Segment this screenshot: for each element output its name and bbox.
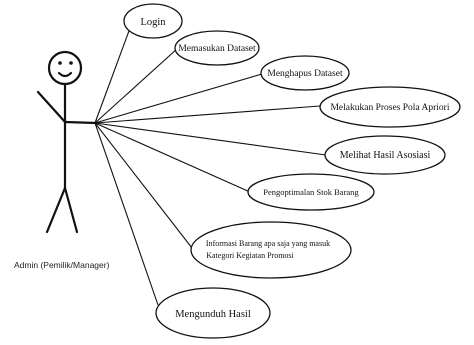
use-case-label-line-1: Informasi Barang apa saja yang masuk	[206, 239, 330, 248]
use-case-label: Login	[140, 17, 166, 28]
use-case-pola-apriori: Melakukan Proses Pola Apriori	[319, 86, 461, 128]
actor-right-leg	[63, 186, 79, 234]
association-login	[94, 19, 134, 124]
actor-left-leg	[45, 186, 67, 234]
actor-label: Admin (Pemilik/Manager)	[14, 260, 110, 270]
use-case-label-line-2: Kategori Kegiatan Promosi	[206, 251, 294, 260]
use-case-informasi-barang: Informasi Barang apa saja yang masuk Kat…	[190, 221, 352, 279]
association-hasil-asosiasi	[94, 122, 327, 156]
actor-left-eye	[58, 61, 62, 65]
use-case-label: Memasukan Dataset	[178, 44, 256, 54]
association-informasi-barang	[94, 122, 193, 249]
actor-smile	[57, 71, 73, 78]
use-case-menghapus-dataset: Menghapus Dataset	[260, 55, 350, 91]
actor-left-arm	[36, 90, 67, 124]
association-mengunduh-hasil	[94, 122, 159, 306]
actor-figure	[36, 50, 98, 234]
use-case-label: Mengunduh Hasil	[175, 309, 251, 320]
use-case-label: Pengoptimalan Stok Barang	[263, 187, 359, 197]
use-case-memasukan-dataset: Memasukan Dataset	[174, 30, 260, 66]
association-menghapus-dataset	[94, 73, 263, 124]
use-case-login: Login	[123, 3, 183, 39]
actor-right-eye	[69, 61, 73, 65]
association-pola-apriori	[94, 105, 321, 124]
use-case-label: Melihat Hasil Asosiasi	[340, 150, 431, 161]
associations	[94, 19, 327, 306]
actor-head	[47, 50, 83, 86]
association-stok-barang	[94, 122, 251, 193]
use-case-stok-barang: Pengoptimalan Stok Barang	[247, 173, 375, 211]
use-case-label: Melakukan Proses Pola Apriori	[330, 103, 449, 113]
use-case-label: Menghapus Dataset	[267, 69, 343, 79]
use-case-hasil-asosiasi: Melihat Hasil Asosiasi	[324, 135, 446, 175]
use-case-mengunduh-hasil: Mengunduh Hasil	[155, 287, 271, 339]
actor-right-arm	[63, 120, 98, 125]
association-memasukan-dataset	[94, 47, 179, 124]
